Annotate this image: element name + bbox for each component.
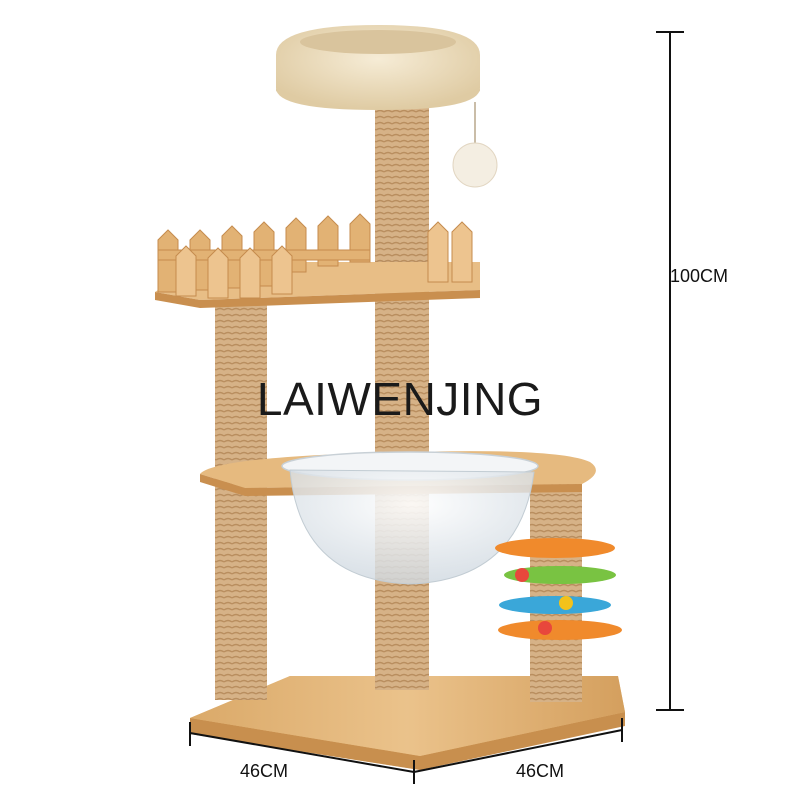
width-left-label: 46CM bbox=[240, 761, 289, 781]
top-plush-bed bbox=[276, 25, 480, 110]
width-right-label: 46CM bbox=[516, 761, 565, 781]
fence-platform bbox=[155, 213, 480, 308]
width-dimension-lines bbox=[189, 718, 623, 784]
center-sisal-post bbox=[375, 108, 429, 690]
base-board bbox=[190, 676, 625, 770]
right-sisal-post bbox=[530, 480, 582, 702]
bowl-platform bbox=[200, 451, 596, 585]
hanging-pompom-toy bbox=[452, 102, 498, 188]
left-sisal-post bbox=[215, 300, 267, 700]
watermark-text: LAIWENJING bbox=[256, 373, 544, 425]
height-dimension-line bbox=[656, 31, 684, 711]
track-ball-toy bbox=[495, 538, 622, 640]
height-label: 100CM bbox=[670, 266, 729, 286]
